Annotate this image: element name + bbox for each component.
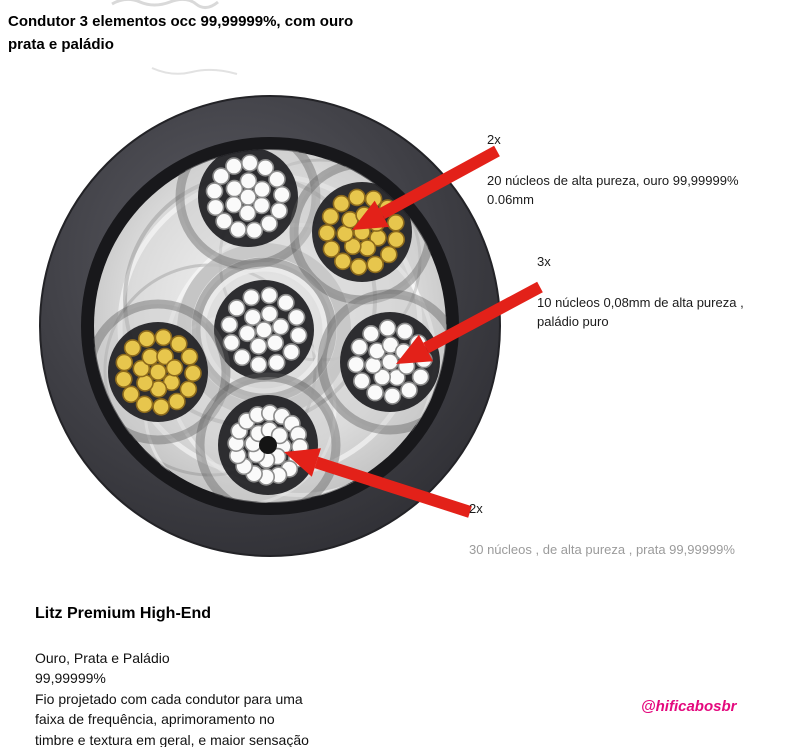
social-handle: @hificabosbr [641, 698, 737, 715]
wire-bundle-silver-center [191, 257, 337, 403]
product-name: Litz Premium High-End [35, 605, 211, 622]
wire-bundle-gold-left [93, 299, 231, 445]
wire-bundle-silver-right [317, 289, 447, 435]
arrow-to-gold-bundle [352, 145, 500, 230]
scan-artifacts [111, 0, 238, 75]
arrow-to-palladium-bundle [396, 281, 543, 364]
annotation-gold-text: 20 núcleos de alta pureza, ouro 99,99999… [487, 173, 739, 207]
product-description: Litz Premium High-End Ouro, Prata e Palá… [35, 587, 365, 747]
cable-body [39, 95, 501, 557]
annotation-silver-multiplier: 2x [469, 501, 483, 517]
annotation-palladium: 3x 10 núcleos 0,08mm de alta pureza , pa… [537, 235, 787, 350]
callout-arrows [284, 145, 543, 518]
annotation-gold-multiplier: 2x [487, 132, 501, 148]
annotation-silver: 2x 30 núcleos , de alta pureza , prata 9… [469, 482, 789, 578]
product-details: Ouro, Prata e Paládio 99,99999% Fio proj… [35, 650, 309, 747]
wire-bundle-silver-top [175, 149, 321, 270]
annotation-palladium-text: 10 núcleos 0,08mm de alta pureza , palád… [537, 295, 744, 329]
annotation-gold: 2x 20 núcleos de alta pureza, ouro 99,99… [487, 113, 787, 228]
page-title: Condutor 3 elementos occ 99,99999%, com … [8, 13, 354, 54]
annotation-silver-text: 30 núcleos , de alta pureza , prata 99,9… [469, 542, 735, 558]
wire-bundle-silver-bottom [195, 372, 341, 503]
annotation-palladium-multiplier: 3x [537, 254, 551, 270]
arrow-to-silver-bundle [284, 448, 472, 518]
